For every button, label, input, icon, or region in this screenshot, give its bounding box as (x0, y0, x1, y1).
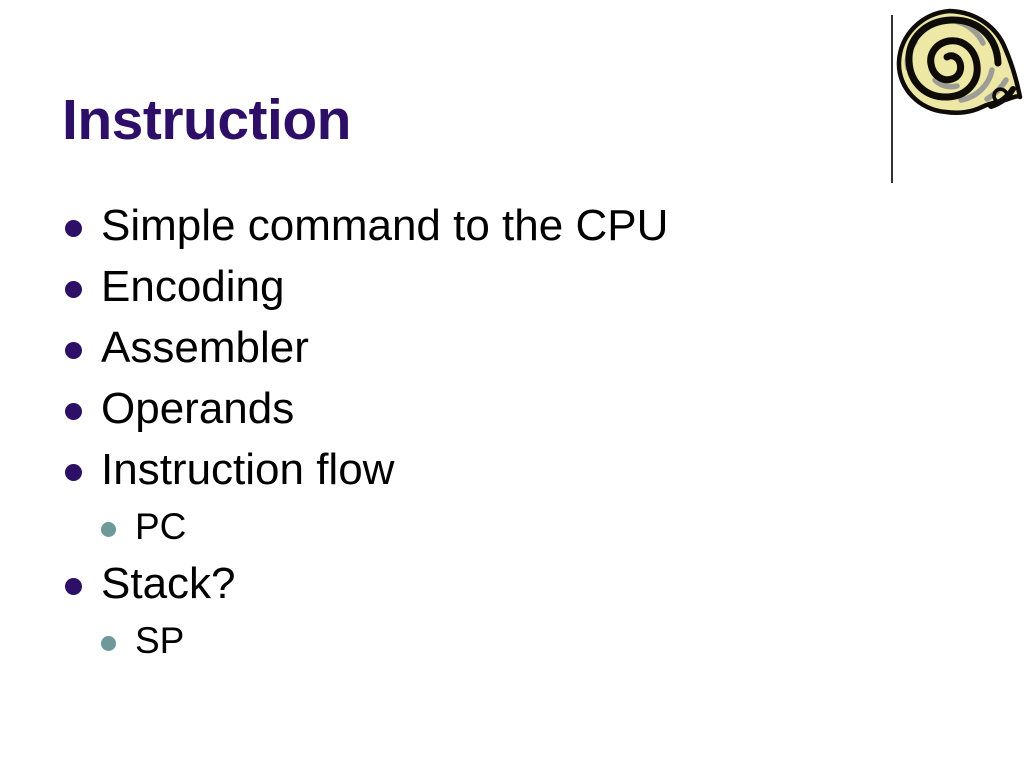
bullet-text: Instruction flow (101, 444, 395, 494)
bullet-text: SP (135, 620, 185, 661)
snail-shell-graphic (896, 8, 1023, 116)
bullet-dot-icon (65, 464, 82, 481)
bullet-list: Simple command to the CPU Encoding Assem… (0, 195, 870, 667)
vertical-divider-line (891, 15, 893, 183)
bullet-dot-icon (101, 522, 116, 537)
bullet-dot-icon (65, 342, 82, 359)
shell-lip-curl (988, 86, 1016, 109)
bullet-item: Instruction flow (0, 439, 870, 500)
bullet-item: Operands (0, 378, 870, 439)
bullet-dot-icon (101, 636, 116, 651)
bullet-dot-icon (65, 281, 82, 298)
bullet-text: Simple command to the CPU (101, 200, 669, 250)
bullet-dot-icon (65, 403, 82, 420)
bullet-item: PC (0, 500, 870, 553)
bullet-text: Assembler (101, 322, 309, 372)
shell-spiral-shape (905, 16, 1002, 101)
bullet-dot-icon (65, 578, 82, 595)
bullet-text: PC (135, 506, 187, 547)
snail-shell-icon (895, 8, 1023, 118)
bullet-item: Stack? (0, 553, 870, 614)
bullet-text: Operands (101, 383, 295, 433)
bullet-text: Stack? (101, 558, 236, 608)
bullet-text: Encoding (101, 261, 285, 311)
bullet-dot-icon (65, 220, 82, 237)
bullet-item: Assembler (0, 317, 870, 378)
bullet-item: Encoding (0, 256, 870, 317)
bullet-item: SP (0, 614, 870, 667)
slide-title: Instruction (62, 88, 352, 152)
bullet-item: Simple command to the CPU (0, 195, 870, 256)
